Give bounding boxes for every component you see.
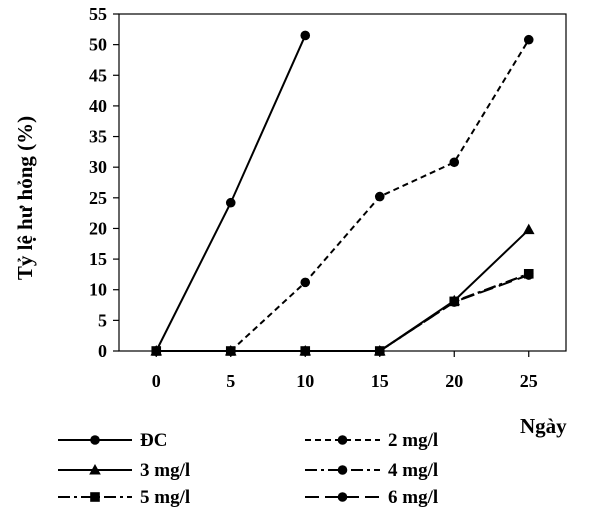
plot-frame [118,13,567,352]
data-point [90,435,100,445]
data-point [448,294,461,306]
series-3-mg-l [150,223,535,356]
series-layer [150,30,535,356]
y-tick-label: 25 [89,188,107,208]
data-point [523,268,534,279]
axes: 0 5 10 15 20 25 30 35 40 45 50 55 0 5 10 15 20 25 [89,4,567,391]
x-tick-label: 15 [371,371,389,391]
series-6-mg-l [151,270,534,356]
data-point [225,197,236,208]
data-point [225,346,236,356]
series-2-mg-l [225,34,534,356]
legend-label: 2 mg/l [388,430,438,451]
x-tick-label: 0 [152,371,161,391]
legend-item: 5 mg/l [58,487,190,508]
y-tick-label: 35 [89,127,107,147]
series-line [156,272,530,352]
data-point [373,345,386,356]
data-point [89,464,101,475]
series-line [156,274,530,352]
series-4-mg-l [151,268,534,356]
y-tick-label: 10 [89,280,107,300]
x-tick-label: 10 [296,371,314,391]
y-tick-label: 50 [89,35,107,55]
legend-item: 4 mg/l [305,460,438,481]
x-tick-label: 5 [226,371,235,391]
series-5-mg-l [151,268,534,356]
y-tick-label: 30 [89,157,107,177]
data-point [337,435,348,445]
legend-item: 2 mg/l [305,430,438,451]
x-axis-title: Ngày [520,414,567,438]
legend: ĐC 2 mg/l 3 mg/l 4 mg/l 5 mg/l 6 mg/l [58,430,438,508]
legend-label: 5 mg/l [140,487,190,508]
series--c [151,30,311,356]
y-tick-label: 45 [89,65,107,85]
legend-label: 6 mg/l [388,487,438,508]
data-point [337,465,348,475]
y-axis-title: Tỷ lệ hư hỏng (%) [13,116,37,280]
y-tick-label: 5 [98,310,107,330]
data-point [90,492,100,502]
legend-label: 4 mg/l [388,460,438,481]
data-point [522,223,535,235]
legend-item: 6 mg/l [305,487,438,508]
x-tick-label: 20 [445,371,463,391]
y-tick-label: 0 [98,341,107,361]
y-tick-label: 55 [89,4,107,24]
data-point [374,191,385,202]
legend-item: 3 mg/l [58,460,190,481]
y-tick-label: 15 [89,249,107,269]
data-point [300,30,311,41]
legend-item: ĐC [58,430,167,451]
data-point [300,277,311,288]
y-tick-label: 20 [89,218,107,238]
data-point [299,345,312,356]
legend-label: 3 mg/l [140,460,190,481]
legend-label: ĐC [140,430,167,451]
data-point [151,346,162,356]
data-point [523,34,534,45]
data-point [449,157,460,168]
y-tick-label: 40 [89,96,107,116]
x-tick-label: 25 [520,371,538,391]
series-line [156,228,530,352]
series-line [156,272,530,352]
data-point [337,492,348,502]
